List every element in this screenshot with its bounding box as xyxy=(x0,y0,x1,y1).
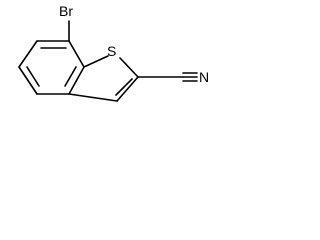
bond-s-c2 xyxy=(119,57,139,78)
bromine-label: Br xyxy=(59,3,73,19)
bond-c2-c3-thiophene xyxy=(116,76,139,102)
structure-drawing: Br S N xyxy=(18,3,209,102)
molecule-diagram: Br S N xyxy=(0,0,222,134)
bond-c-s xyxy=(83,55,109,68)
bond-c6-c1 xyxy=(18,66,38,95)
bond-c3-c4 xyxy=(68,40,85,68)
bond-c3-c3a xyxy=(68,93,118,102)
double-bond-inner-2 xyxy=(26,66,40,87)
bond-c1-c2 xyxy=(18,40,38,68)
double-bond-inner-3 xyxy=(64,66,77,87)
nitrogen-label: N xyxy=(199,69,209,85)
double-bond-thiophene xyxy=(115,78,133,96)
sulfur-label: S xyxy=(107,43,116,59)
bond-c4-c5 xyxy=(68,66,85,95)
